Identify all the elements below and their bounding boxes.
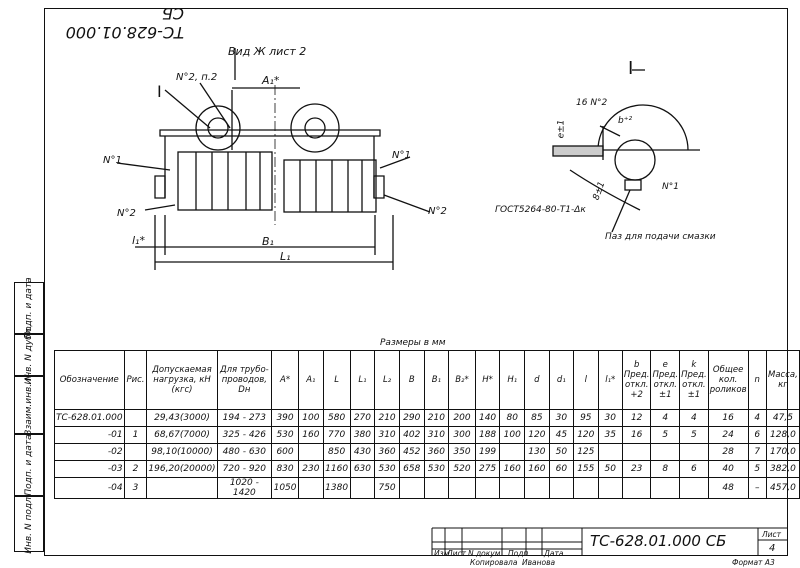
dim-a1: A₁* <box>262 74 280 87</box>
table-cell: 530 <box>423 460 450 478</box>
detail-gost: ГОСТ5264-80-Т1-Δк <box>495 205 586 215</box>
dimensions-table: Обозначение Рис. Допускаемая нагрузка, к… <box>54 350 800 499</box>
col-header: l₁* <box>597 350 623 410</box>
col-header: A* <box>271 350 300 410</box>
table-cell: 210 <box>423 409 450 427</box>
side-cell: Инв. N подл. <box>14 494 44 554</box>
sheet-label: Лист <box>762 530 782 539</box>
col-header: Обозначение <box>54 350 125 410</box>
detail-n1: N°1 <box>662 182 679 192</box>
col-header: d₁ <box>548 350 574 410</box>
format-label: Формат А3 <box>732 558 775 567</box>
table-caption: Размеры в мм <box>380 338 446 348</box>
side-cell: Подп. и дата <box>14 277 44 339</box>
table-header-row: Обозначение Рис. Допускаемая нагрузка, к… <box>54 350 800 410</box>
side-cell: Подп. и дата <box>14 434 44 496</box>
col-header: B₁ <box>423 350 450 410</box>
col-header: L <box>322 350 351 410</box>
col-header: k Пред. откл. ±1 <box>679 350 709 410</box>
copier-name: Иванова <box>522 558 556 567</box>
table-cell <box>597 477 623 499</box>
leader-n1-left: N°1 <box>103 155 122 166</box>
col-header: e Пред. откл. ±1 <box>650 350 681 410</box>
dim-l1: l₁* <box>132 234 145 247</box>
col-sign: Подп. <box>508 549 531 558</box>
table-cell <box>423 477 450 499</box>
leader-n2p2: N°2, п.2 <box>176 72 218 83</box>
table-cell: 1050 <box>271 477 300 499</box>
col-header: H* <box>474 350 501 410</box>
drawing-frame <box>44 8 788 556</box>
table-cell: 1380 <box>322 477 351 499</box>
col-doc: N докум. <box>468 549 503 558</box>
table-cell <box>548 477 574 499</box>
col-header: L₁ <box>349 350 376 410</box>
detail-b: b⁺² <box>618 116 633 126</box>
table-cell: 48 <box>707 477 749 499</box>
col-izm: Изм <box>434 549 450 558</box>
side-cell: Взаим.инв. N <box>14 374 44 436</box>
table-cell: – <box>747 477 767 499</box>
leader-n2-left: N°2 <box>117 208 136 219</box>
col-header: B₂* <box>448 350 476 410</box>
section-label: I <box>157 82 162 101</box>
table-cell: 360 <box>423 443 450 461</box>
detail-n2: 16 N°2 <box>576 98 608 108</box>
col-header: L₂ <box>374 350 400 410</box>
table-cell <box>146 477 218 499</box>
dim-l1-total: L₁ <box>280 250 291 263</box>
dim-b1: B₁ <box>262 235 274 248</box>
copied-label: Копировала <box>470 558 518 567</box>
col-header: H₁ <box>499 350 526 410</box>
detail-label: I <box>628 58 634 79</box>
detail-note: Паз для подачи смазки <box>605 232 716 242</box>
col-header: l <box>572 350 599 410</box>
side-cell: Инв. N дубл. <box>14 326 44 384</box>
col-header: Для трубо- проводов, Dн <box>216 350 273 410</box>
col-date: Дата <box>544 549 564 558</box>
table-cell: 4 <box>747 409 767 427</box>
sheet-number: 4 <box>769 543 776 554</box>
col-list: Лист <box>447 549 467 558</box>
col-header: Допускаемая нагрузка, кН (кгс) <box>146 350 218 410</box>
table-cell: 457,0 <box>765 477 800 499</box>
view-title: Вид Ж лист 2 <box>228 45 307 58</box>
col-header: b Пред. откл. +2 <box>621 350 652 410</box>
document-code: ТС-628.01.000 СБ <box>590 532 727 550</box>
col-header: Масса, кг <box>765 350 800 410</box>
col-header: A₁ <box>298 350 324 410</box>
leader-n1-right: N°1 <box>392 150 411 161</box>
leader-n2-right: N°2 <box>428 206 447 217</box>
side-strip: Инв. N подл. Подп. и дата Взаим.инв. N И… <box>14 277 44 554</box>
